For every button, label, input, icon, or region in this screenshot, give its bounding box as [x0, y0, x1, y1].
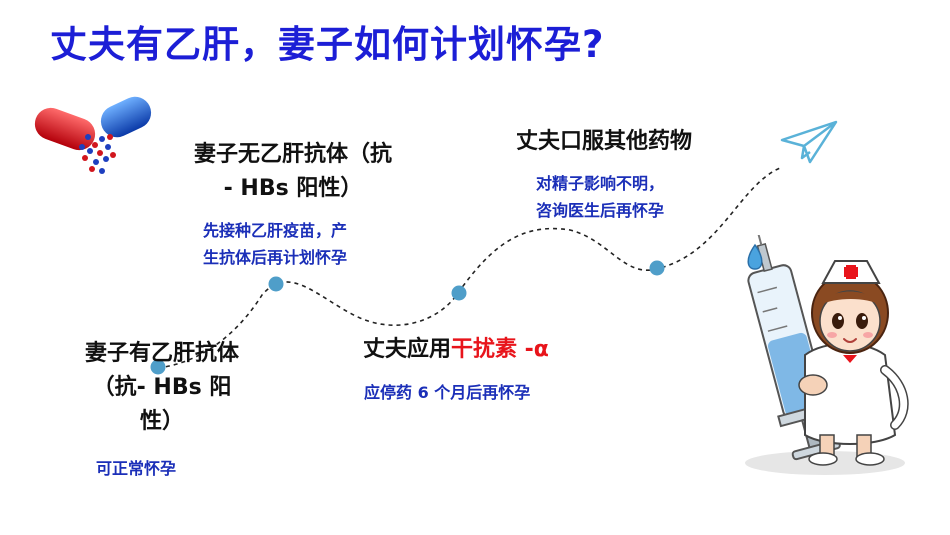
timeline-dot-2	[268, 276, 284, 292]
step3-heading-highlight: 干扰素 -α	[451, 337, 549, 362]
step1-heading-line3: 性）	[139, 409, 184, 434]
step2-heading: 妻子无乙肝抗体（抗 - HBs 阳性）	[168, 138, 418, 206]
timeline-dot-3	[451, 285, 467, 301]
dashed-curve	[157, 167, 781, 369]
capsule-pills-icon	[34, 96, 152, 174]
timeline-dot-4	[649, 260, 665, 276]
step1-heading-line2: （抗- HBs 阳	[92, 375, 232, 400]
step1-heading-line1: 妻子有乙肝抗体	[84, 341, 239, 366]
paper-plane-icon	[780, 120, 838, 164]
step2-note-line1: 先接种乙肝疫苗，产	[203, 221, 348, 240]
step3-heading-prefix: 丈夫应用	[363, 337, 452, 362]
step1-note: 可正常怀孕	[96, 459, 177, 478]
step4-heading: 丈夫口服其他药物	[516, 129, 693, 154]
step4-note-line1: 对精子影响不明，	[536, 174, 665, 193]
page-title: 丈夫有乙肝，妻子如何计划怀孕?	[50, 23, 605, 66]
step3-note: 应停药 6 个月后再怀孕	[364, 383, 531, 402]
step2-heading-line1: 妻子无乙肝抗体（抗	[193, 142, 392, 167]
timeline-dot-1	[150, 359, 166, 375]
step1-heading: 妻子有乙肝抗体 （抗- HBs 阳 性）	[62, 337, 262, 439]
step2-heading-line2: - HBs 阳性）	[223, 176, 363, 201]
step4-note: 对精子影响不明， 咨询医生后再怀孕	[536, 170, 664, 224]
step2-note: 先接种乙肝疫苗，产 生抗体后再计划怀孕	[203, 217, 347, 271]
step2-note-line2: 生抗体后再计划怀孕	[203, 248, 348, 267]
step3-heading: 丈夫应用干扰素 -α	[363, 333, 549, 367]
nurse-with-syringe-illustration	[745, 235, 909, 475]
step4-note-line2: 咨询医生后再怀孕	[536, 201, 665, 220]
